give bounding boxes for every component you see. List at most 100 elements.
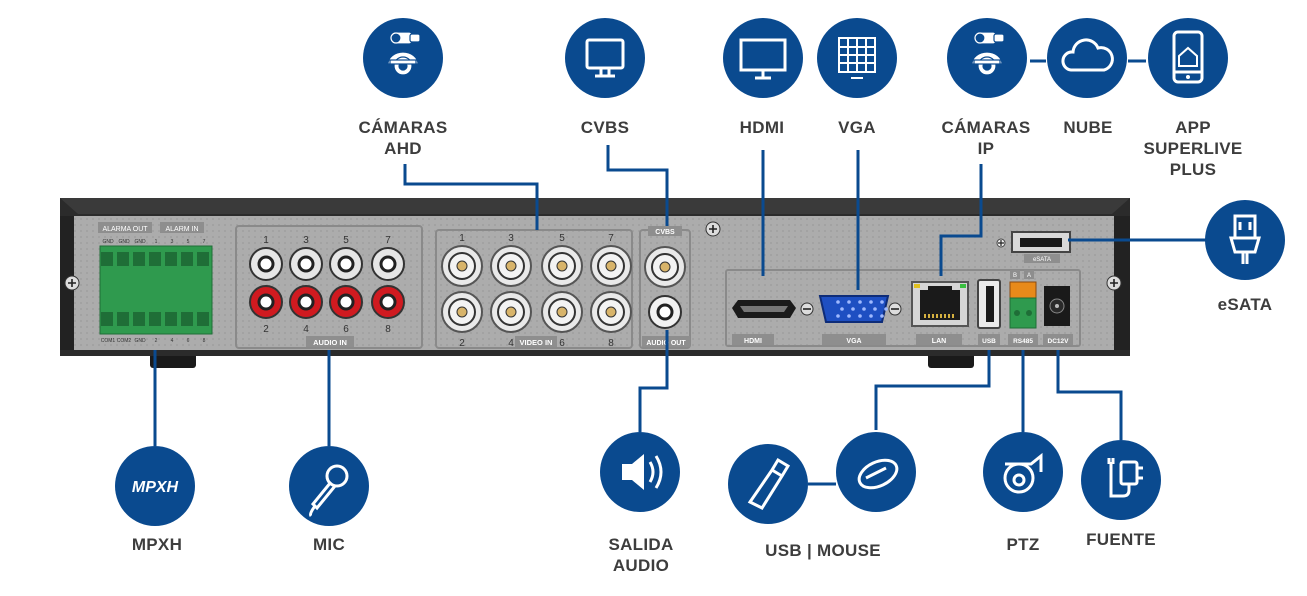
- terminal-screw[interactable]: [117, 312, 129, 326]
- label-ptz: PTZ: [1006, 535, 1040, 554]
- label-mpxh: MPXH: [131, 535, 183, 554]
- terminal-screw[interactable]: [149, 312, 161, 326]
- audio-jack-white[interactable]: [289, 247, 323, 281]
- esata-panel-label: eSATA: [1033, 257, 1051, 263]
- audio-jacks[interactable]: [249, 247, 405, 319]
- audio-bottom-number: 2: [263, 324, 269, 335]
- bnc-jack[interactable]: [541, 291, 583, 333]
- dc12v-jack[interactable]: [1044, 286, 1070, 326]
- line-ip: [939, 164, 983, 276]
- audio-jack-red[interactable]: [329, 285, 363, 319]
- alarm-bottom-pin: GND: [134, 338, 146, 344]
- terminal-screw[interactable]: [181, 252, 193, 266]
- screw-small-3: [888, 302, 902, 316]
- label-nube: NUBE: [1063, 118, 1113, 137]
- bnc-jack[interactable]: [541, 245, 583, 287]
- audio-jack-white[interactable]: [329, 247, 363, 281]
- rs485-terminal[interactable]: [1009, 281, 1037, 329]
- line-fuente: [1056, 350, 1123, 440]
- usb-port[interactable]: [977, 279, 1001, 329]
- terminal-screw[interactable]: [165, 312, 177, 326]
- esata-port[interactable]: [1011, 231, 1071, 253]
- usb-stick-icon: [728, 444, 808, 524]
- vga-port[interactable]: [818, 295, 890, 323]
- alarm-bottom-pin: COM2: [117, 338, 132, 344]
- terminal-screw[interactable]: [133, 252, 145, 266]
- alarm-top-pin: GND: [134, 239, 146, 245]
- mpxh-logo-text: MPXH: [132, 479, 179, 496]
- bnc-jack[interactable]: [590, 245, 632, 287]
- line-ahd: [403, 164, 539, 230]
- alarm-top-pin: GND: [118, 239, 130, 245]
- screw-small-2: [800, 302, 814, 316]
- label-cvbs: CVBS: [580, 118, 630, 137]
- terminal-screw[interactable]: [101, 252, 113, 266]
- cvbs-bnc-out[interactable]: [644, 246, 686, 288]
- bnc-jack[interactable]: [441, 245, 483, 287]
- video-bottom-number: 4: [508, 338, 514, 349]
- rs485-pin-b: B: [1013, 273, 1017, 279]
- alarm-top-pin: 5: [187, 239, 190, 245]
- video-bottom-number: 8: [608, 338, 614, 349]
- alarm-out-label: ALARMA OUT: [102, 226, 148, 233]
- microphone-icon: [289, 446, 369, 526]
- audio-top-number: 1: [263, 235, 269, 246]
- label-camaras-ip: CÁMARAS IP: [941, 118, 1031, 158]
- bnc-jack[interactable]: [590, 291, 632, 333]
- terminal-screws: [101, 252, 209, 326]
- terminal-screw[interactable]: [165, 252, 177, 266]
- audio-jack-red[interactable]: [371, 285, 405, 319]
- label-hdmi: HDMI: [739, 118, 785, 137]
- cvbs-panel-label: CVBS: [655, 229, 675, 236]
- cctv-cameras-icon: [363, 18, 443, 98]
- video-top-number: 7: [608, 233, 614, 244]
- audio-jack-white[interactable]: [371, 247, 405, 281]
- alarm-bottom-pin: 8: [203, 338, 206, 344]
- bnc-jack[interactable]: [441, 291, 483, 333]
- terminal-screw[interactable]: [101, 312, 113, 326]
- terminal-screw[interactable]: [181, 312, 193, 326]
- audio-in-label: AUDIO IN: [313, 338, 347, 347]
- terminal-screw[interactable]: [149, 252, 161, 266]
- audio-jack-white[interactable]: [249, 247, 283, 281]
- video-bottom-number: 2: [459, 338, 465, 349]
- smartphone-app-icon: [1148, 18, 1228, 98]
- bnc-jack[interactable]: [490, 291, 532, 333]
- lan-port[interactable]: [911, 281, 969, 327]
- label-vga: VGA: [838, 118, 876, 137]
- monitor-icon: [565, 18, 645, 98]
- speaker-icon: [600, 432, 680, 512]
- video-in-label: VIDEO IN: [520, 338, 553, 347]
- terminal-screw[interactable]: [197, 252, 209, 266]
- line-cvbs: [606, 145, 669, 226]
- power-adapter-icon: [1081, 440, 1161, 520]
- screw-small-1: [996, 238, 1006, 248]
- bnc-video-inputs[interactable]: [441, 245, 632, 333]
- audio-out-jack[interactable]: [648, 295, 682, 329]
- screw-left: [64, 275, 80, 291]
- audio-bottom-number: 4: [303, 324, 309, 335]
- terminal-screw[interactable]: [133, 312, 145, 326]
- video-top-number: 3: [508, 233, 514, 244]
- bnc-jack[interactable]: [490, 245, 532, 287]
- terminal-screw[interactable]: [197, 312, 209, 326]
- audio-jack-red[interactable]: [289, 285, 323, 319]
- screw-top-center: [705, 221, 721, 237]
- hdmi-port[interactable]: [732, 300, 796, 318]
- mpxh-logo-icon: MPXH: [115, 446, 195, 526]
- vga-panel-label: VGA: [846, 338, 861, 345]
- label-app: APP SUPERLIVE PLUS: [1143, 118, 1243, 179]
- dc12v-panel-label: DC12V: [1048, 338, 1070, 345]
- alarm-top-pin: GND: [102, 239, 114, 245]
- terminal-screw[interactable]: [117, 252, 129, 266]
- alarm-top-pin: 3: [171, 239, 174, 245]
- ptz-dome-camera-icon: [983, 432, 1063, 512]
- audio-jack-red[interactable]: [249, 285, 283, 319]
